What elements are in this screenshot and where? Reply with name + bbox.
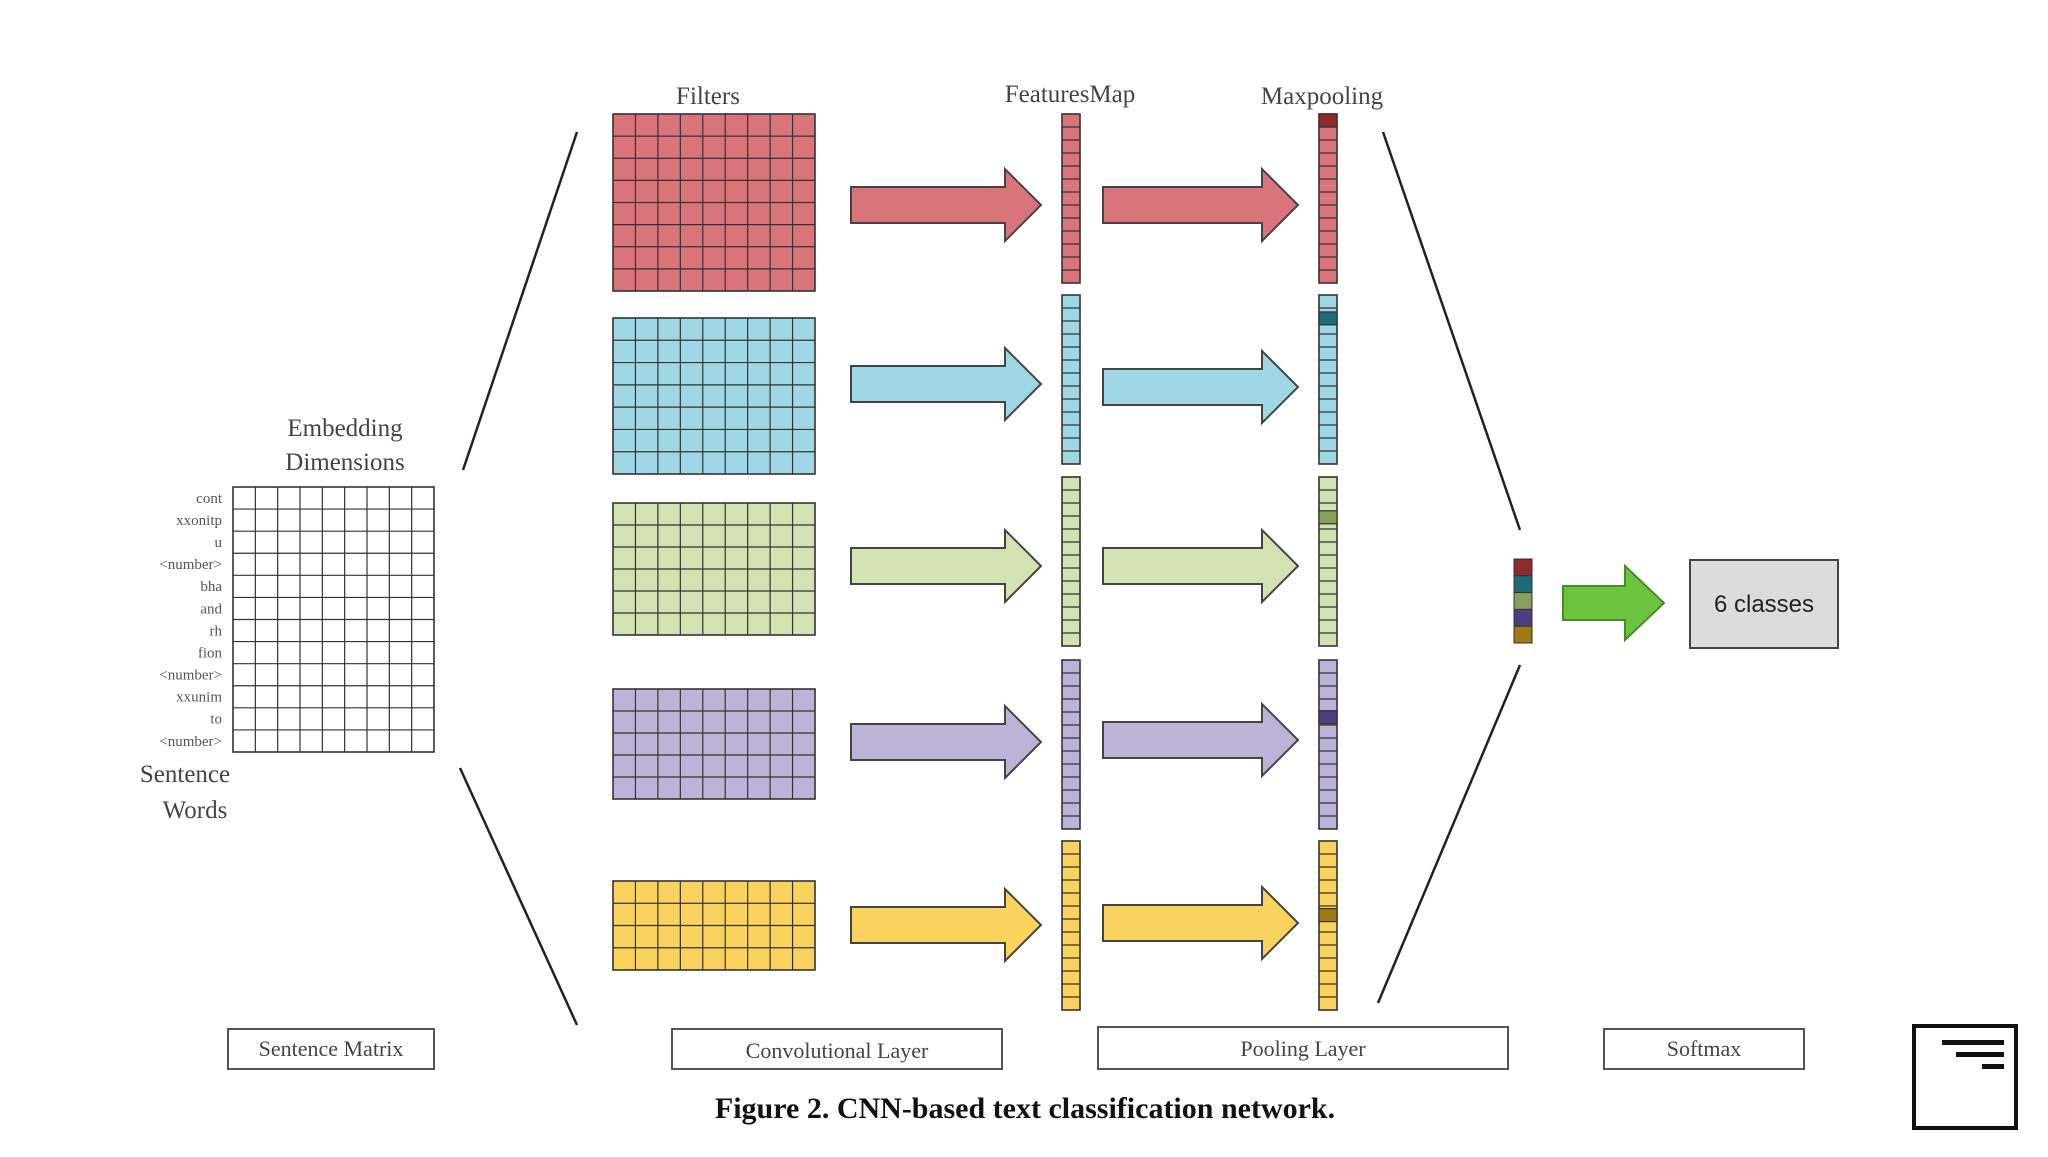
sentence-matrix-box — [227, 1028, 435, 1070]
conv-arrow — [850, 527, 1043, 605]
pooled-feature-cell — [1513, 558, 1533, 577]
sentence-word: <number> — [159, 668, 222, 684]
sentence-word: <number> — [159, 557, 222, 573]
branches — [612, 113, 1338, 1011]
sentence-label-line1: Sentence — [140, 761, 230, 788]
branch-yellow — [612, 840, 1338, 1011]
pooled-feature-cell — [1513, 592, 1533, 610]
pooling-layer-label: Pooling Layer — [1240, 1036, 1366, 1061]
features-map-header: FeaturesMap — [1005, 81, 1136, 108]
sentence-word: bha — [200, 579, 222, 595]
feature-map-column — [1061, 113, 1081, 284]
max-pooled-cell — [1318, 510, 1338, 525]
pooling-column — [1318, 294, 1338, 465]
sentence-word: rh — [210, 623, 223, 639]
maxpooling-header: Maxpooling — [1261, 83, 1384, 110]
pooled-vector — [1513, 558, 1533, 644]
filters-header: Filters — [676, 83, 740, 110]
sentence-word: to — [210, 712, 222, 728]
branch-blue — [612, 294, 1338, 475]
figure-caption: Figure 2. CNN-based text classification … — [715, 1092, 1335, 1125]
filter-matrix — [612, 688, 816, 800]
filter-matrix — [612, 502, 816, 636]
sentence-word: xxunim — [176, 690, 222, 706]
max-pooled-cell — [1318, 311, 1338, 326]
menu-line-1 — [1942, 1040, 2004, 1045]
pooling-layer-box — [1097, 1026, 1509, 1070]
fan-line-top-left — [461, 131, 579, 471]
branch-green — [612, 476, 1338, 647]
fan-line-bottom-left — [458, 767, 579, 1026]
embedding-label-line2: Dimensions — [285, 449, 404, 476]
sentence-label-line2: Words — [163, 797, 228, 824]
embedding-label-line1: Embedding — [287, 415, 403, 442]
sentence-word: and — [200, 601, 222, 617]
menu-line-2 — [1956, 1052, 2004, 1057]
sentence-matrix-label: Sentence Matrix — [259, 1036, 404, 1061]
feature-map-column — [1061, 840, 1081, 1011]
conv-arrow — [850, 166, 1043, 244]
sentence-word: fion — [198, 645, 223, 661]
fan-line-bottom-right — [1376, 664, 1522, 1004]
sentence-word: <number> — [159, 734, 222, 750]
filter-matrix — [612, 880, 816, 971]
sentence-word: u — [215, 535, 223, 551]
feature-map-column — [1061, 659, 1081, 830]
max-pooled-cell — [1318, 710, 1338, 725]
pooling-column — [1318, 840, 1338, 1011]
pooled-feature-cell — [1513, 608, 1533, 627]
pooling-column — [1318, 113, 1338, 284]
pooling-column — [1318, 659, 1338, 830]
pool-arrow — [1102, 701, 1300, 779]
max-pooled-cell — [1318, 907, 1338, 923]
pooled-feature-cell — [1513, 575, 1533, 594]
filter-matrix — [612, 317, 816, 475]
menu-line-3 — [1982, 1064, 2004, 1069]
output-classes-box — [1689, 559, 1839, 649]
softmax-arrow — [1562, 563, 1666, 643]
conv-arrow — [850, 703, 1043, 781]
feature-map-column — [1061, 476, 1081, 647]
feature-map-column — [1061, 294, 1081, 465]
sentence-word-labels: cont xxonitp u <number> bha and rh fion <number>… — [159, 491, 223, 750]
pool-arrow — [1102, 527, 1300, 605]
pooling-column — [1318, 476, 1338, 647]
softmax-label: Softmax — [1667, 1036, 1742, 1061]
pool-arrow — [1102, 884, 1300, 962]
sentence-word: xxonitp — [176, 513, 222, 529]
softmax-box — [1603, 1028, 1805, 1070]
output-classes-label: 6 classes — [1714, 591, 1814, 618]
pool-arrow — [1102, 348, 1300, 426]
pool-arrow — [1102, 166, 1300, 244]
sentence-matrix — [232, 486, 435, 753]
pooled-feature-cell — [1513, 625, 1533, 644]
branch-purple — [612, 659, 1338, 830]
conv-arrow — [850, 886, 1043, 964]
max-pooled-cell — [1318, 113, 1338, 128]
branch-red — [612, 113, 1338, 292]
filter-matrix — [612, 113, 816, 292]
conv-arrow — [850, 345, 1043, 423]
convolutional-layer-box — [671, 1028, 1003, 1070]
fan-line-top-right — [1381, 131, 1522, 531]
sentence-word: cont — [196, 491, 223, 507]
sentence-matrix-grid — [232, 486, 435, 753]
convolutional-layer-label: Convolutional Layer — [746, 1038, 929, 1063]
document-menu-icon[interactable] — [1912, 1024, 2018, 1130]
